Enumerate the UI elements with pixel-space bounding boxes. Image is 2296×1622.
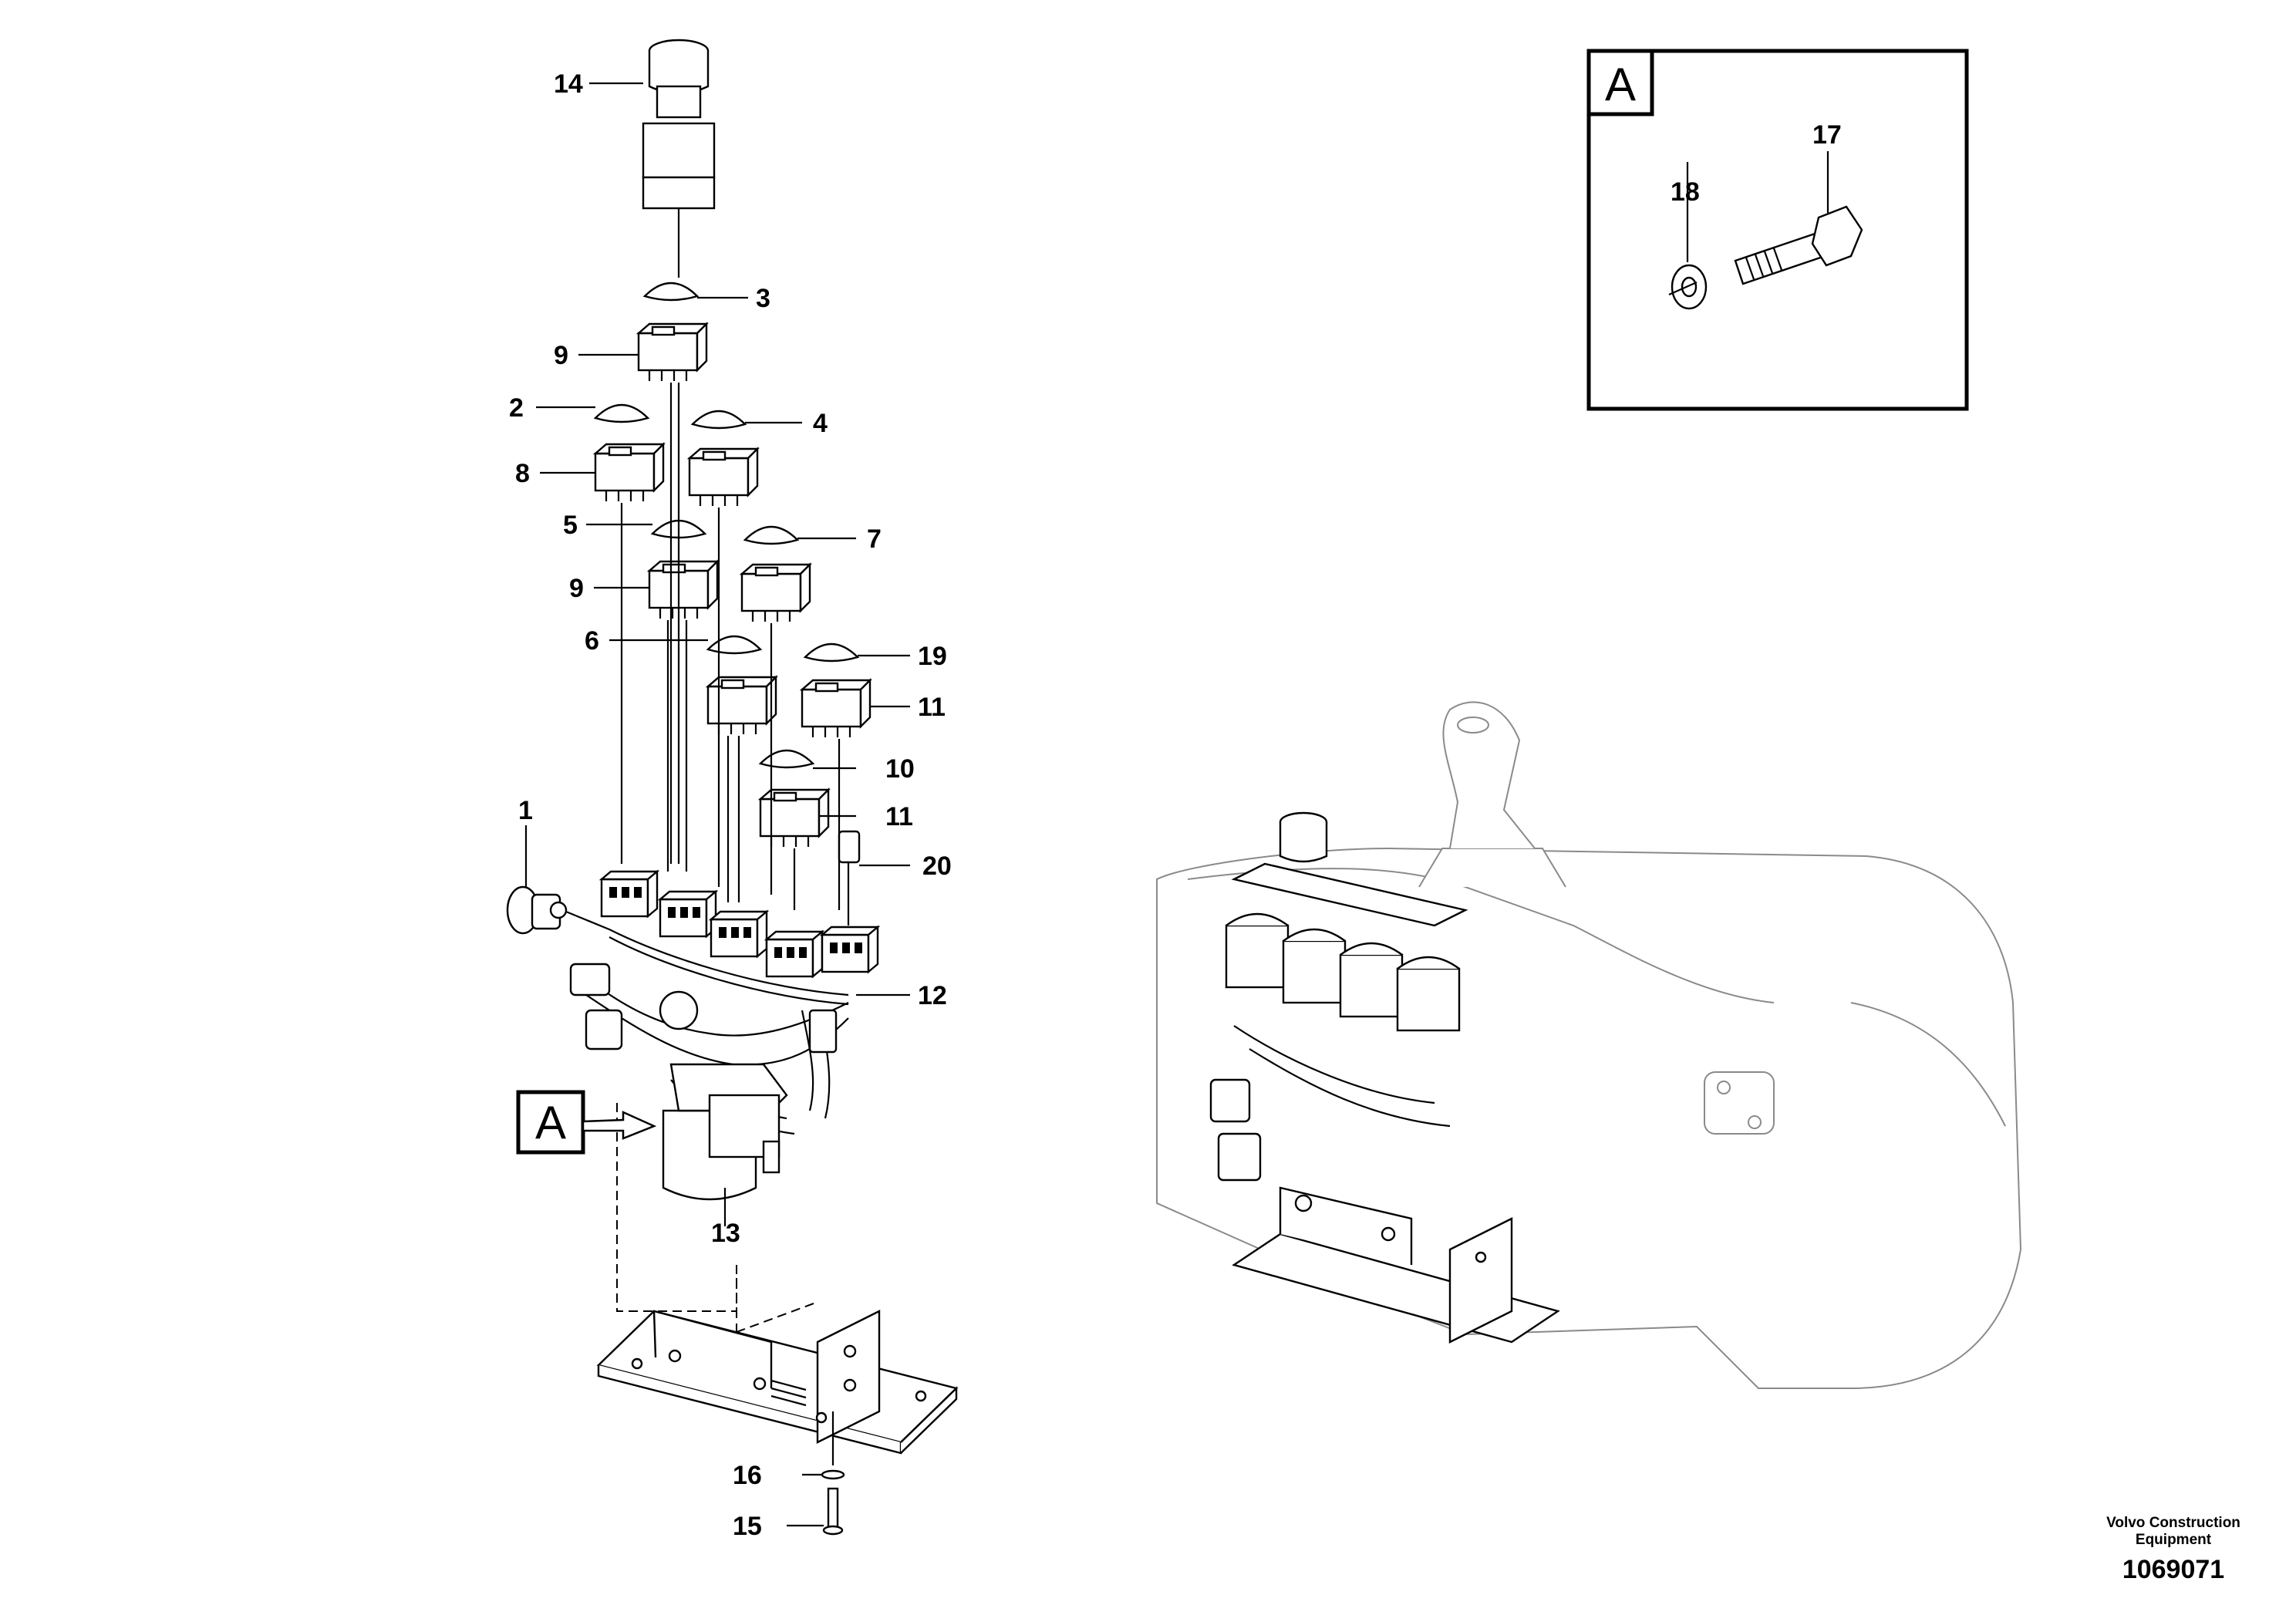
- detail-view-a-label: A: [1605, 59, 1636, 110]
- callout-11: 11: [918, 693, 946, 722]
- callout-9b: 9: [569, 574, 584, 603]
- switch-housing: [662, 1063, 788, 1226]
- publisher-line-1: Volvo Construction: [2106, 1515, 2240, 1531]
- callout-16: 16: [733, 1461, 762, 1490]
- publisher-block: Volvo Construction Equipment 1069071: [2106, 1515, 2240, 1584]
- callout-20: 20: [922, 851, 952, 881]
- washer-and-screw: [821, 1469, 845, 1536]
- callout-3: 3: [756, 284, 770, 313]
- callout-2: 2: [509, 393, 524, 423]
- callout-4: 4: [813, 409, 828, 438]
- callout-9: 9: [554, 341, 568, 370]
- wiring-harness: [569, 830, 879, 1135]
- callout-1: 1: [518, 796, 533, 825]
- detail-view-a: A: [1586, 49, 1969, 411]
- callout-17: 17: [1812, 120, 1842, 150]
- callout-10: 10: [885, 754, 915, 784]
- rocker-switch-column: [594, 282, 872, 910]
- detail-a-marker-label: A: [535, 1097, 566, 1148]
- callout-11b: 11: [885, 802, 913, 831]
- callout-6: 6: [585, 626, 599, 656]
- drawing-number: 1069071: [2122, 1555, 2224, 1584]
- detail-a-marker: A: [516, 1090, 657, 1155]
- callout-7: 7: [867, 524, 882, 554]
- callout-8: 8: [515, 459, 530, 488]
- assembled-console-view: [1156, 701, 2022, 1389]
- callout-18: 18: [1671, 177, 1700, 207]
- callout-5: 5: [563, 511, 578, 540]
- power-socket: [506, 885, 610, 935]
- callout-labels: 14 3 9 2 4 8 5 7 9 6 19 11 10 11 1 20 12…: [509, 69, 1842, 1541]
- callout-15: 15: [733, 1512, 762, 1541]
- callout-12: 12: [918, 981, 947, 1010]
- callout-leaders: [524, 82, 910, 1527]
- mounting-plate: [596, 1310, 959, 1465]
- callout-14: 14: [554, 69, 583, 99]
- emergency-stop-switch: [642, 39, 716, 278]
- callout-19: 19: [918, 642, 947, 671]
- callout-13: 13: [711, 1219, 740, 1248]
- publisher-line-2: Equipment: [2136, 1532, 2212, 1548]
